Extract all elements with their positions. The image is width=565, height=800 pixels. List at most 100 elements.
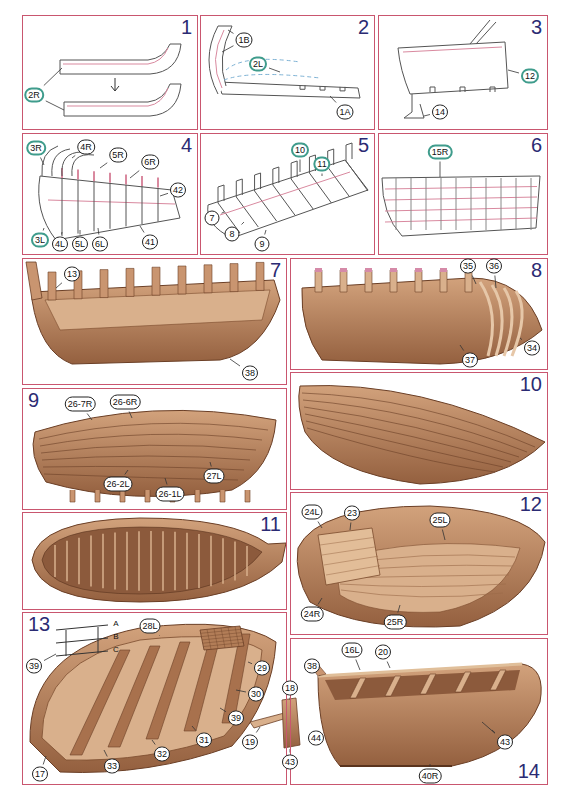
step-panel: 8	[290, 258, 548, 370]
leader-line	[482, 722, 495, 733]
drawing	[201, 629, 241, 649]
leader-line	[398, 605, 400, 613]
callout-number: 34	[524, 341, 540, 356]
drawing	[94, 181, 95, 231]
drawing	[40, 434, 262, 446]
drawing	[67, 88, 168, 106]
drawing	[385, 218, 537, 222]
panel-number: 8	[531, 259, 542, 281]
callout-number: 26-7R	[65, 397, 96, 412]
drawing	[340, 270, 347, 292]
drawing	[41, 445, 256, 453]
drawing	[78, 180, 79, 234]
step-panel: 1	[22, 15, 198, 130]
thwart	[385, 676, 401, 696]
drawing	[126, 184, 127, 226]
callout-number: 5R	[109, 148, 127, 163]
leader-line	[222, 212, 225, 213]
drawing	[204, 265, 212, 293]
callout-number: 39	[228, 711, 244, 726]
drawing	[340, 268, 347, 272]
drawing	[141, 176, 143, 186]
callout-number: 6R	[141, 155, 159, 170]
drawing	[504, 288, 512, 356]
drawing	[315, 270, 322, 292]
panel-number: 4	[181, 134, 192, 156]
callout-number: 5L	[72, 237, 88, 252]
drawing	[72, 155, 94, 176]
thwart	[420, 674, 436, 694]
callout-number: 24L	[301, 505, 322, 520]
drawing	[102, 534, 104, 588]
hull-interior	[30, 624, 276, 772]
drawing	[305, 414, 511, 462]
drawing	[109, 173, 111, 183]
leader-line	[165, 478, 167, 485]
leader-line	[160, 193, 168, 196]
drawing	[48, 200, 175, 204]
callout-number: 39	[26, 659, 42, 674]
callout-number: 41	[142, 235, 158, 250]
leader-line	[192, 726, 196, 731]
leader-line	[43, 228, 45, 231]
callout-number: 35	[460, 259, 476, 274]
drawing	[77, 170, 79, 180]
callout-number: 13	[64, 267, 80, 282]
drawing	[441, 178, 442, 230]
leader-line	[44, 68, 62, 86]
leader-line	[318, 522, 322, 529]
callout-number: 44	[308, 731, 324, 746]
callout-number: 10	[291, 143, 309, 158]
callout-number: 7	[205, 211, 220, 226]
leader-line	[248, 662, 252, 664]
leader-line	[440, 162, 441, 178]
callout-number: 18	[282, 681, 298, 696]
drawing	[307, 428, 495, 472]
panel-number: 6	[531, 134, 542, 156]
panel-number: 5	[358, 134, 369, 156]
drawing	[300, 85, 305, 89]
drawing	[385, 187, 537, 190]
leader-line	[492, 730, 495, 733]
callout-number: 4L	[52, 237, 68, 252]
leader-line	[424, 115, 430, 116]
callout-number: 20	[375, 645, 391, 660]
callout-number: 32	[154, 747, 170, 762]
leader-line	[265, 230, 266, 235]
frame-skeleton	[39, 176, 180, 240]
drawing	[145, 490, 150, 502]
drawing	[52, 149, 70, 176]
leader-line	[387, 662, 390, 669]
drawing	[306, 421, 503, 467]
planked-hull	[299, 385, 545, 484]
drawing	[324, 556, 378, 565]
drawing	[210, 536, 212, 586]
drawing	[162, 531, 164, 591]
drawing	[90, 536, 92, 587]
leader-line	[210, 462, 211, 467]
panel-number: 3	[531, 16, 542, 38]
drawing	[315, 268, 322, 272]
leader-line	[140, 226, 144, 233]
panel-number: 11	[260, 513, 281, 535]
leader-line	[330, 96, 336, 103]
drawing	[320, 537, 374, 545]
leader-line	[40, 158, 44, 166]
drawing	[246, 546, 248, 576]
thwart	[184, 638, 220, 731]
drawing	[322, 547, 376, 555]
step-panel: 9	[22, 388, 287, 510]
side-frame	[382, 176, 540, 236]
leader-line	[44, 654, 56, 661]
step-panel: 11	[22, 512, 287, 610]
drawing	[42, 456, 250, 460]
drawing	[304, 407, 519, 457]
inset-sketch	[56, 625, 108, 656]
drawing	[222, 538, 224, 584]
leader-line	[46, 101, 64, 110]
sketch-letter: C	[113, 643, 119, 658]
drawing	[340, 87, 345, 91]
drawing	[195, 490, 200, 502]
callout-number: 15R	[428, 145, 453, 160]
drawing	[390, 270, 397, 292]
